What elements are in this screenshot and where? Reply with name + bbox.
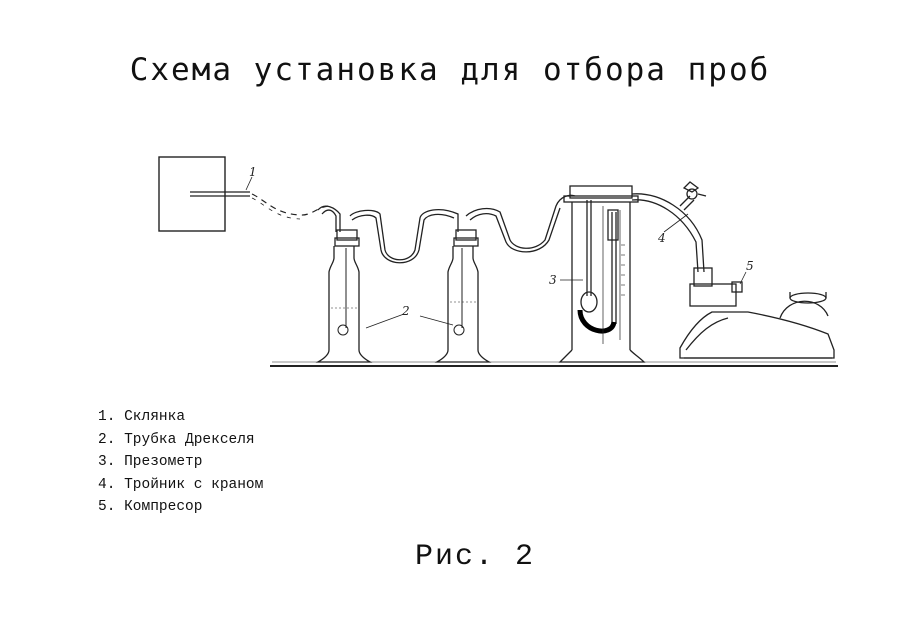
legend-number: 4. <box>98 476 116 493</box>
legend-number: 5. <box>98 499 116 515</box>
callout-3: 3 <box>549 273 557 287</box>
callout-4: 4 <box>657 231 666 245</box>
legend-list: 1. Склянка 2. Трубка Дрекселя 3. Презоме… <box>98 406 263 519</box>
sampling-setup-diagram: 1 2 3 4 5 <box>158 156 838 367</box>
legend-label: Презометр <box>124 454 203 470</box>
legend-number: 2. <box>98 431 116 448</box>
legend-number: 3. <box>98 454 116 470</box>
piezometer <box>558 185 646 363</box>
legend-label: Компресор <box>124 499 203 515</box>
callout-2: 2 <box>401 304 410 318</box>
dashed-hose <box>251 193 331 216</box>
callout-5: 5 <box>746 259 754 273</box>
legend-label: Трубка Дрекселя <box>124 431 255 448</box>
legend-label: Склянка <box>124 409 186 425</box>
hose-to-tee <box>631 193 705 273</box>
compressor <box>679 267 835 359</box>
legend-item: 5. Компресор <box>98 496 263 519</box>
legend-number: 1. <box>98 409 116 425</box>
source-box <box>158 156 226 232</box>
legend-item: 3. Презометр <box>98 451 263 474</box>
legend-item: 4. Тройник с краном <box>98 474 263 497</box>
drechsel-bottle-1 <box>315 229 373 363</box>
drechsel-bottle-2 <box>434 229 492 363</box>
legend-item: 2. Трубка Дрекселя <box>98 429 263 452</box>
figure-caption: Рис. 2 <box>414 540 536 574</box>
hose-to-bottle-1 <box>317 205 341 232</box>
legend-label: Тройник с краном <box>124 476 264 493</box>
callout-1: 1 <box>249 165 257 179</box>
tee-valve <box>679 181 707 211</box>
hose-u-loop-1 <box>349 208 459 261</box>
hose-to-piezometer <box>465 194 576 249</box>
legend-item: 1. Склянка <box>98 406 263 429</box>
diagram-title: Схема установка для отбора проб <box>129 52 771 88</box>
